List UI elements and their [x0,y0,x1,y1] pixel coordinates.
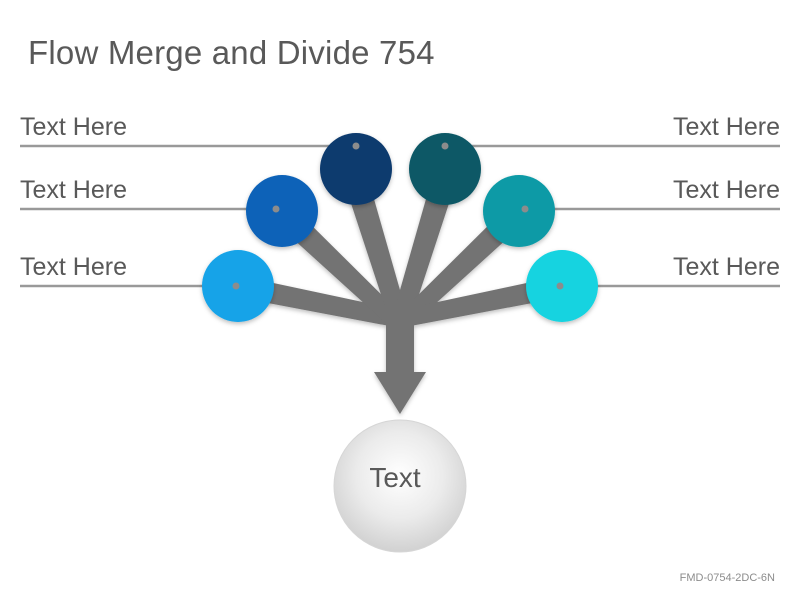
leader-lines [20,144,780,288]
label-right-1: Text Here [673,113,780,141]
label-left-1: Text Here [20,113,127,141]
leader-dot-left-2 [272,205,280,213]
node-blue [246,175,318,247]
label-right-2: Text Here [673,176,780,204]
stem-left-inner [344,178,408,322]
page-title: Flow Merge and Divide 754 [28,34,435,71]
down-arrow [374,322,426,414]
stem-right-inner [392,178,456,322]
label-left-3: Text Here [20,253,127,281]
leader-dot-right-1 [441,142,449,150]
leader-dot-right-3 [556,282,564,290]
leader-dot-right-2 [521,205,529,213]
footer-code: FMD-0754-2DC-6N [679,572,775,584]
node-navy [320,133,392,205]
result-sphere [333,419,467,553]
label-right-3: Text Here [673,253,780,281]
node-teal [483,175,555,247]
leader-dot-left-3 [232,282,240,290]
stem-left-outer [236,275,400,328]
result-label: Text [369,462,421,493]
leader-dot-left-1 [352,142,360,150]
node-dark-teal [409,133,481,205]
leader-dots [232,142,564,290]
label-left-2: Text Here [20,176,127,204]
stem-right-outer [400,275,564,328]
